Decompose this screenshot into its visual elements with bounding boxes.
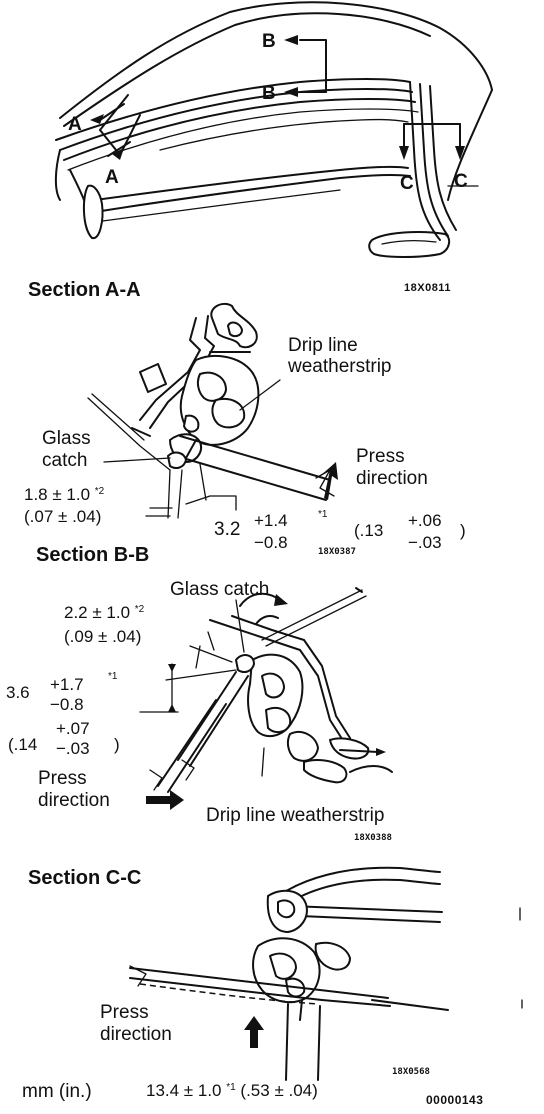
footer-dim-mm: 13.4 ± 1.0 xyxy=(146,1081,222,1100)
section-aa-title: Section A-A xyxy=(28,279,141,301)
section-aa-glass-catch-label: Glass catch xyxy=(42,428,91,471)
cut-label-c-right: C xyxy=(454,171,468,192)
section-bb-dim2-plus: +1.7 xyxy=(50,675,84,694)
footer-dim-in: (.53 ± .04) xyxy=(240,1081,318,1100)
section-aa-dim2-plus: +1.4 xyxy=(254,511,288,530)
section-aa-dim2-in-base: (.13 xyxy=(354,521,384,540)
fig-code-top: 18X0811 xyxy=(404,282,451,294)
cut-label-b-top: B xyxy=(262,31,276,52)
section-bb-dim2-in-base: (.14 xyxy=(8,735,38,754)
fig-code-aa: 18X0387 xyxy=(318,547,356,557)
footer-dim: 13.4 ± 1.0 *1 (.53 ± .04) xyxy=(146,1082,318,1099)
section-aa-dim2-in-plus: +.06 xyxy=(408,511,442,530)
section-bb-dim2-minus: −0.8 xyxy=(50,695,84,714)
section-aa-dim1-note: *2 xyxy=(94,486,105,497)
section-aa-drawing xyxy=(87,302,338,519)
section-bb-dim1-note: *2 xyxy=(134,604,145,615)
cut-label-c-left: C xyxy=(400,173,414,194)
fig-code-bb: 18X0388 xyxy=(354,833,392,843)
section-aa-dim2-base: 3.2 xyxy=(214,519,241,540)
section-aa-drip-label: Drip line weatherstrip xyxy=(288,335,392,377)
section-aa-press-label: Press direction xyxy=(356,446,428,489)
section-bb-glass-catch-label: Glass catch xyxy=(170,579,270,600)
section-bb-dim1-mm: 2.2 ± 1.0 xyxy=(64,603,131,622)
doc-number: 00000143 xyxy=(426,1093,484,1107)
section-aa-dim1-mm: 1.8 ± 1.0 xyxy=(24,485,91,504)
units-label: mm (in.) xyxy=(22,1081,92,1102)
section-bb-dim2-in-close: ) xyxy=(114,735,120,754)
footer-dim-note: *1 xyxy=(226,1082,236,1093)
section-aa-dim1-in: (.07 ± .04) xyxy=(24,507,102,526)
section-aa-dim2-in-close: ) xyxy=(460,521,466,540)
section-aa-dim2-in-minus: −.03 xyxy=(408,533,442,552)
fig-code-cc: 18X0568 xyxy=(392,1067,430,1077)
section-cc-drawing xyxy=(129,866,523,1081)
section-aa-dim2-minus: −0.8 xyxy=(254,533,288,552)
section-bb-dim2-in-plus: +.07 xyxy=(56,719,90,738)
section-cc-press-label: Press direction xyxy=(100,1002,172,1045)
section-bb-drawing xyxy=(139,587,393,810)
section-bb-title: Section B-B xyxy=(36,544,150,566)
section-aa-dim1: 1.8 ± 1.0 *2 xyxy=(24,486,104,503)
section-bb-dim1-in: (.09 ± .04) xyxy=(64,627,142,646)
section-bb-press-label: Press direction xyxy=(38,768,110,811)
cut-label-b-bottom: B xyxy=(262,83,276,104)
section-bb-dim1: 2.2 ± 1.0 *2 xyxy=(64,604,144,621)
section-aa-dim2-note: *1 xyxy=(318,509,328,520)
section-cc-title: Section C-C xyxy=(28,867,142,889)
top-view-drawing xyxy=(54,1,493,258)
section-bb-dim2-base: 3.6 xyxy=(6,683,30,702)
cut-label-a-left: A xyxy=(68,114,82,135)
section-bb-drip-label: Drip line weatherstrip xyxy=(206,805,385,826)
cut-label-a-right: A xyxy=(105,167,119,188)
section-bb-dim2-note: *1 xyxy=(108,671,118,682)
section-bb-dim2-in-minus: −.03 xyxy=(56,739,90,758)
